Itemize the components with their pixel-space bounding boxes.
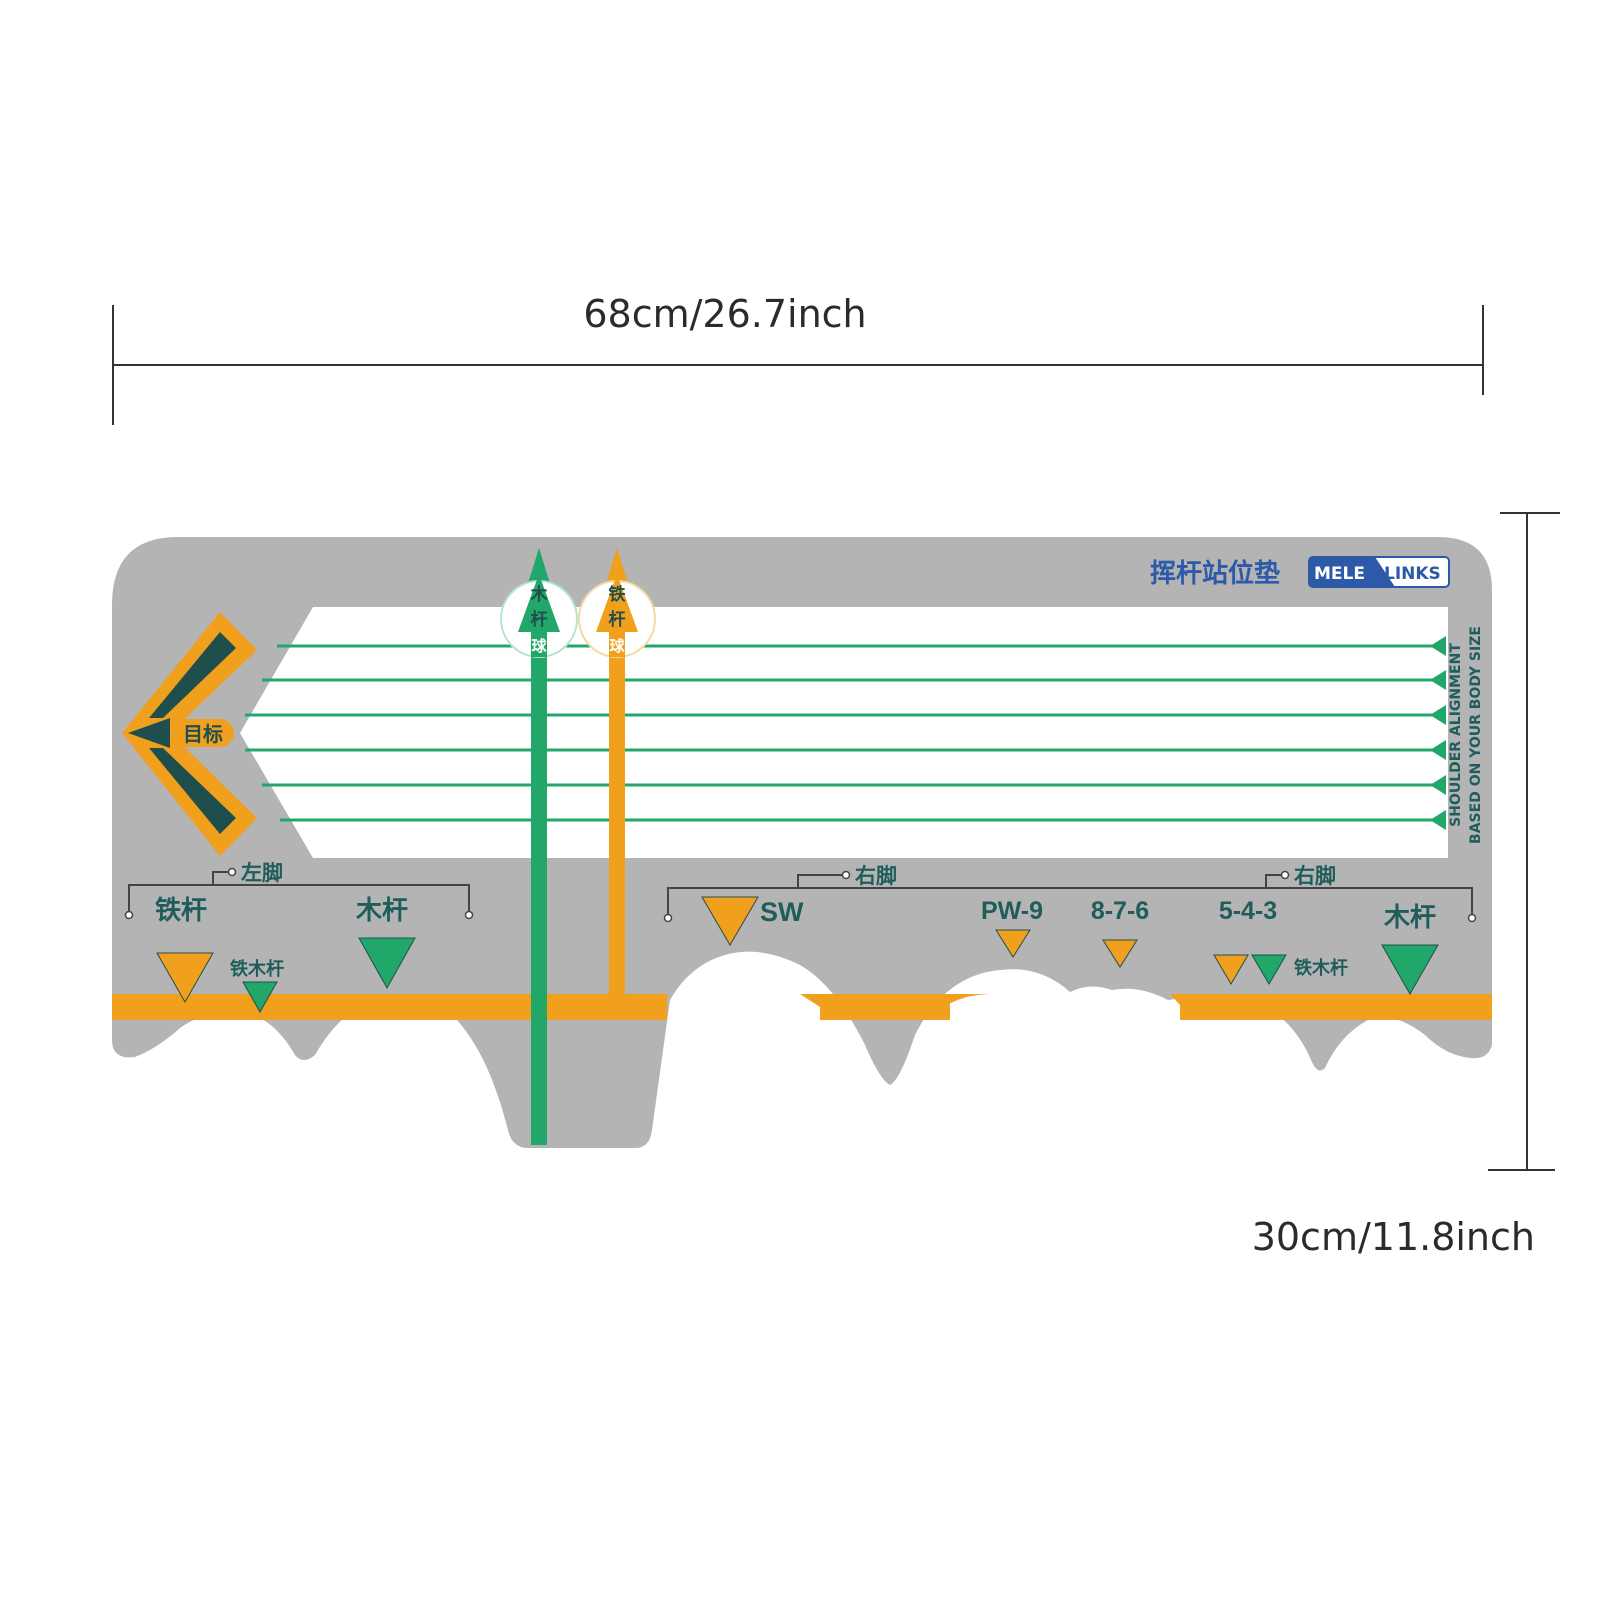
brand-logo: MELE LINKS (1308, 556, 1450, 588)
brand-part2: LINKS (1384, 564, 1441, 584)
right-ironwood-label: 铁木杆 (1294, 957, 1348, 979)
left-iron-triangle-icon (156, 952, 214, 1004)
wood-ball-char1: 木 (530, 584, 549, 605)
left-foot-label: 左脚 (241, 861, 283, 885)
shoulder-text: SHOULDER ALIGNMENT BASED ON YOUR BODY SI… (1448, 626, 1484, 844)
sw-label: SW (760, 897, 804, 927)
c543-label: 5-4-3 (1219, 897, 1277, 925)
left-ironwood-label: 铁木杆 (230, 958, 284, 980)
pw9-triangle-icon (995, 929, 1031, 958)
c876-label: 8-7-6 (1091, 897, 1149, 925)
c543-green-triangle-icon (1251, 954, 1287, 985)
sw-triangle-icon (701, 896, 759, 946)
shoulder-alignment-lines (245, 636, 1446, 830)
right-foot-group-1: 右脚 SW PW-9 8-7-6 (663, 864, 1477, 968)
c876-triangle-icon (1102, 939, 1138, 968)
right-foot-label-2: 右脚 (1294, 864, 1336, 888)
shoulder-text-line2: BASED ON YOUR BODY SIZE (1468, 626, 1484, 844)
left-wood-label: 木杆 (355, 896, 408, 926)
target-chevron: 目标 (122, 612, 257, 856)
left-iron-label: 铁杆 (155, 895, 207, 926)
iron-ball-char1: 铁 (609, 584, 626, 605)
right-foot-label-1: 右脚 (855, 864, 897, 888)
width-label: 68cm/26.7inch (583, 292, 866, 336)
mat-title: 挥杆站位垫 (1150, 558, 1280, 589)
c543-orange-triangle-icon (1213, 954, 1249, 985)
iron-ball-line: 铁 杆 球 (578, 548, 656, 995)
width-dimension: 68cm/26.7inch (112, 292, 1484, 425)
right-foot-group-2: 右脚 5-4-3 铁木杆 木杆 (1213, 864, 1439, 996)
pw9-label: PW-9 (981, 897, 1043, 925)
height-label: 30cm/11.8inch (1252, 1215, 1535, 1259)
target-arrow-icon (128, 718, 170, 748)
left-ironwood-triangle-icon (242, 981, 278, 1014)
wood-ball-char2: 杆 (531, 610, 548, 630)
brand-part1: MELE (1314, 564, 1365, 584)
wood-ball-char3: 球 (531, 637, 547, 655)
iron-ball-char3: 球 (609, 637, 625, 655)
left-foot-group: 左脚 铁杆 木杆 铁木杆 (124, 861, 474, 1014)
alignment-mat: 目标 挥杆站位垫 MELE LINKS SHOULDER ALIGNMENT B… (112, 537, 1492, 1148)
shoulder-text-line1: SHOULDER ALIGNMENT (1448, 643, 1464, 827)
iron-ball-char2: 杆 (609, 610, 626, 630)
right-wood-triangle-icon (1381, 944, 1439, 996)
target-label: 目标 (183, 722, 223, 746)
right-wood-label: 木杆 (1383, 903, 1436, 933)
left-wood-triangle-icon (358, 937, 416, 990)
height-dimension: 30cm/11.8inch (1252, 512, 1560, 1259)
wood-ball-line: 木 杆 球 (500, 548, 578, 1145)
